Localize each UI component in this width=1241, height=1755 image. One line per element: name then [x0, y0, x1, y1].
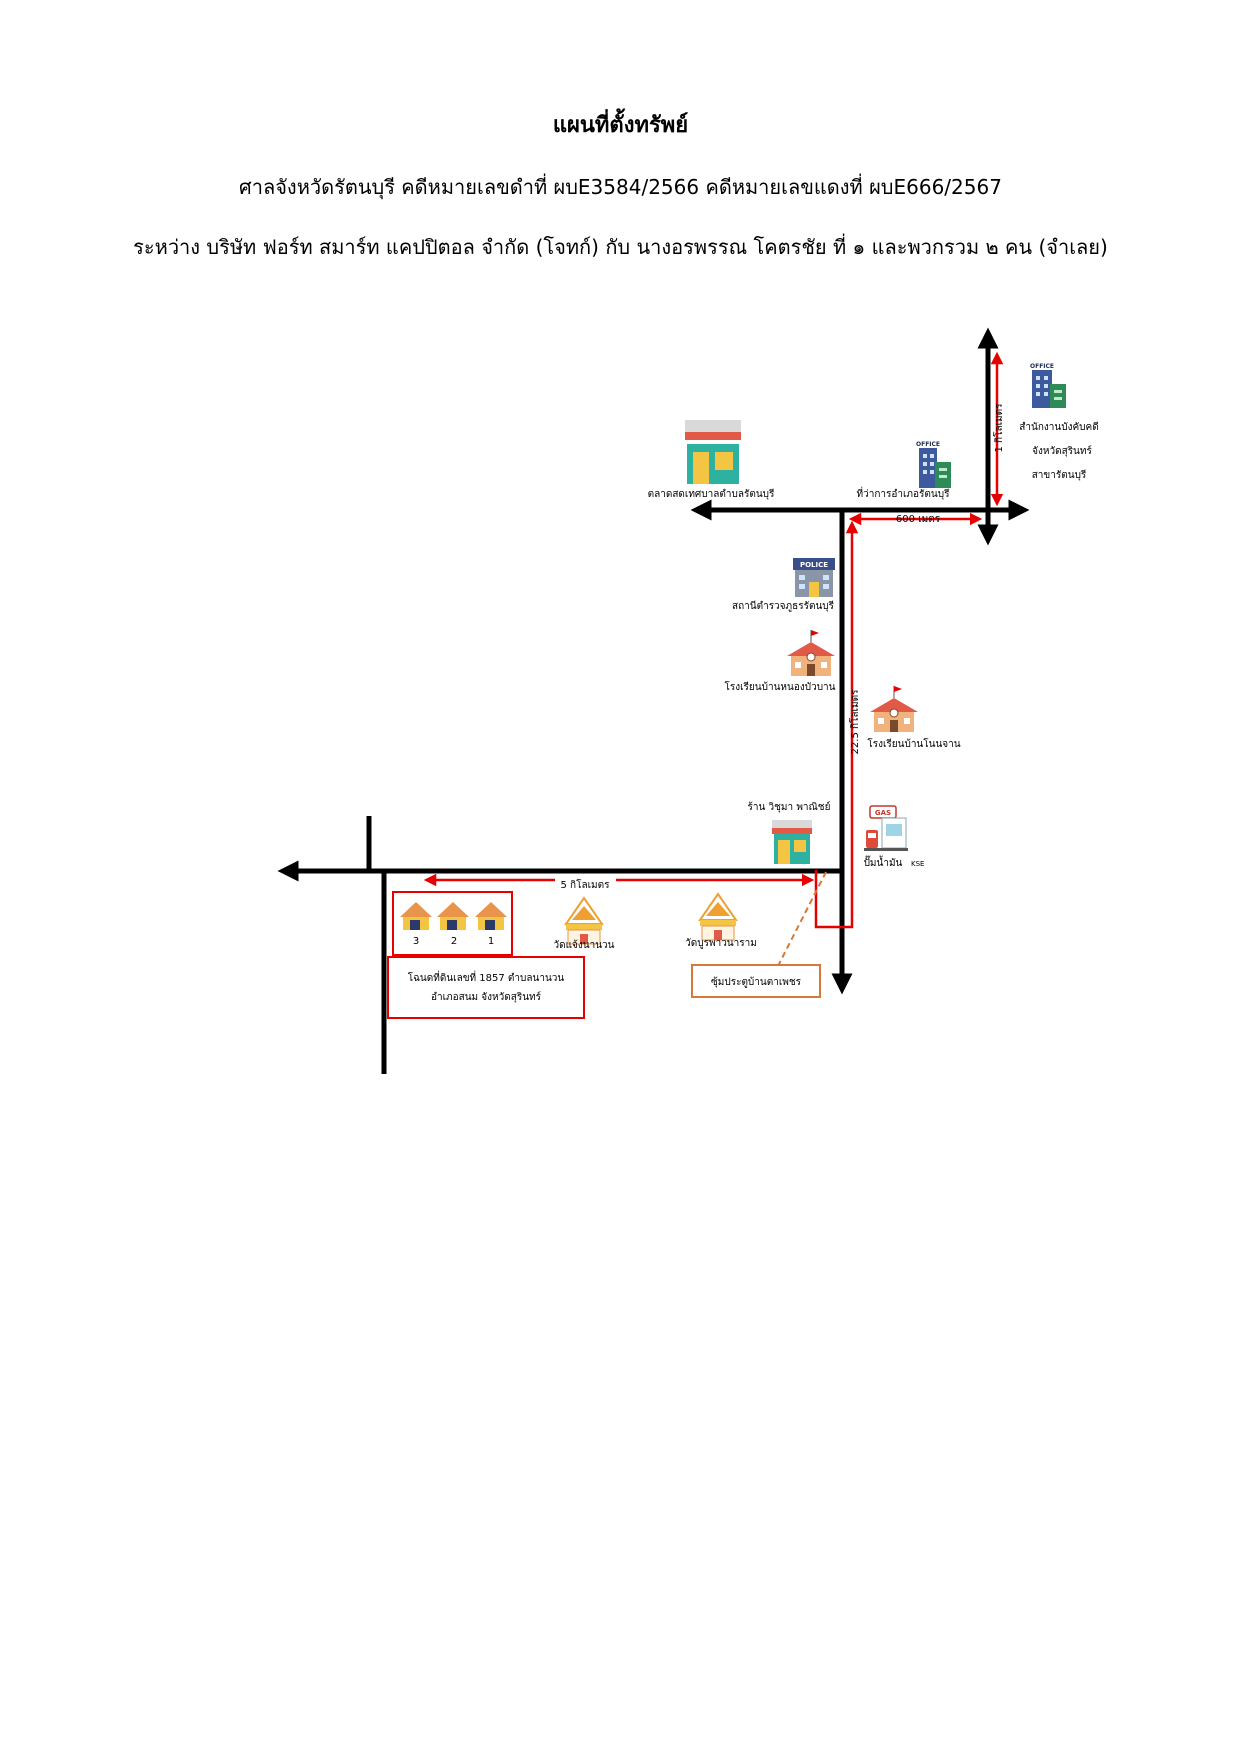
school-nonchan-icon — [870, 686, 918, 732]
school-nongbua-label: โรงเรียนบ้านหนองบัวบาน — [725, 680, 836, 693]
land-deed-label-1: โฉนดที่ดินเลขที่ 1857 ตำบลนานวน — [408, 970, 565, 984]
route-main-path — [814, 520, 859, 929]
distance-north: 1 กิโลเมตร — [992, 403, 1005, 453]
court-office-icon: OFFICE — [1030, 363, 1066, 408]
land-deed-label-2: อำเภอสนม จังหวัดสุรินทร์ — [431, 991, 542, 1003]
distance-east: 600 เมตร — [896, 514, 941, 525]
market-label: ตลาดสดเทศบาลตำบลรัตนบุรี — [648, 488, 775, 500]
court-office-label-3: สาขารัตนบุรี — [1032, 469, 1087, 481]
distance-west: 5 กิโลเมตร — [561, 878, 611, 891]
shop-icon — [772, 820, 812, 864]
arch-box — [691, 964, 821, 998]
route — [423, 351, 1004, 929]
house-number: 2 — [451, 936, 457, 947]
district-office-label: ที่ว่าการอำเภอรัตนบุรี — [857, 486, 951, 500]
house-number: 3 — [413, 936, 419, 947]
roads — [277, 327, 1030, 1074]
gas-label-small: KSE — [911, 860, 924, 868]
land-plot-box — [392, 891, 513, 956]
land-deed-box — [387, 956, 585, 1019]
court-office-label-2: จังหวัดสุรินทร์ — [1032, 445, 1092, 457]
school-nonchan-label: โรงเรียนบ้านโนนจาน — [867, 737, 960, 750]
case-number-line: ศาลจังหวัดรัตนบุรี คดีหมายเลขดำที่ ผบE35… — [239, 175, 1002, 199]
parties-line: ระหว่าง บริษัท ฟอร์ท สมาร์ท แคปปิตอล จำก… — [133, 235, 1108, 259]
gas-label: ปั๊มน้ำมัน — [864, 855, 903, 869]
svg-text:GAS: GAS — [875, 809, 891, 817]
svg-text:POLICE: POLICE — [800, 561, 828, 569]
shop-label: ร้าน วิชุมา พาณิชย์ — [748, 801, 831, 813]
arch-pointer — [777, 871, 827, 967]
house-number: 1 — [488, 936, 494, 947]
police-label: สถานีตำรวจภูธรรัตนบุรี — [732, 600, 835, 612]
house-icon — [475, 902, 507, 930]
page-title: แผนที่ตั้งทรัพย์ — [552, 113, 689, 138]
distance-main: 22.5 กิโลเมตร — [848, 689, 861, 755]
school-nongbua-icon — [787, 630, 835, 676]
svg-text:OFFICE: OFFICE — [1030, 363, 1054, 370]
district-office-icon: OFFICE — [916, 441, 951, 488]
temple-chaeng-icon — [564, 896, 604, 945]
gas-station-icon: GAS — [864, 805, 908, 851]
svg-text:OFFICE: OFFICE — [916, 441, 940, 448]
temple-bura-label: วัดบูรพาวนาราม — [685, 938, 757, 949]
police-station-icon: POLICE — [793, 558, 835, 597]
house-icon — [400, 902, 432, 930]
arch-label: ซุ้มประตูบ้านตาเพชร — [711, 976, 802, 988]
temple-chaeng-label: วัดแจ้งนานวน — [553, 939, 614, 951]
temple-bura-icon — [698, 892, 738, 941]
market-shop-icon — [685, 420, 741, 484]
court-office-label-1: สำนักงานบังคับคดี — [1019, 421, 1098, 433]
house-icon — [437, 902, 469, 930]
